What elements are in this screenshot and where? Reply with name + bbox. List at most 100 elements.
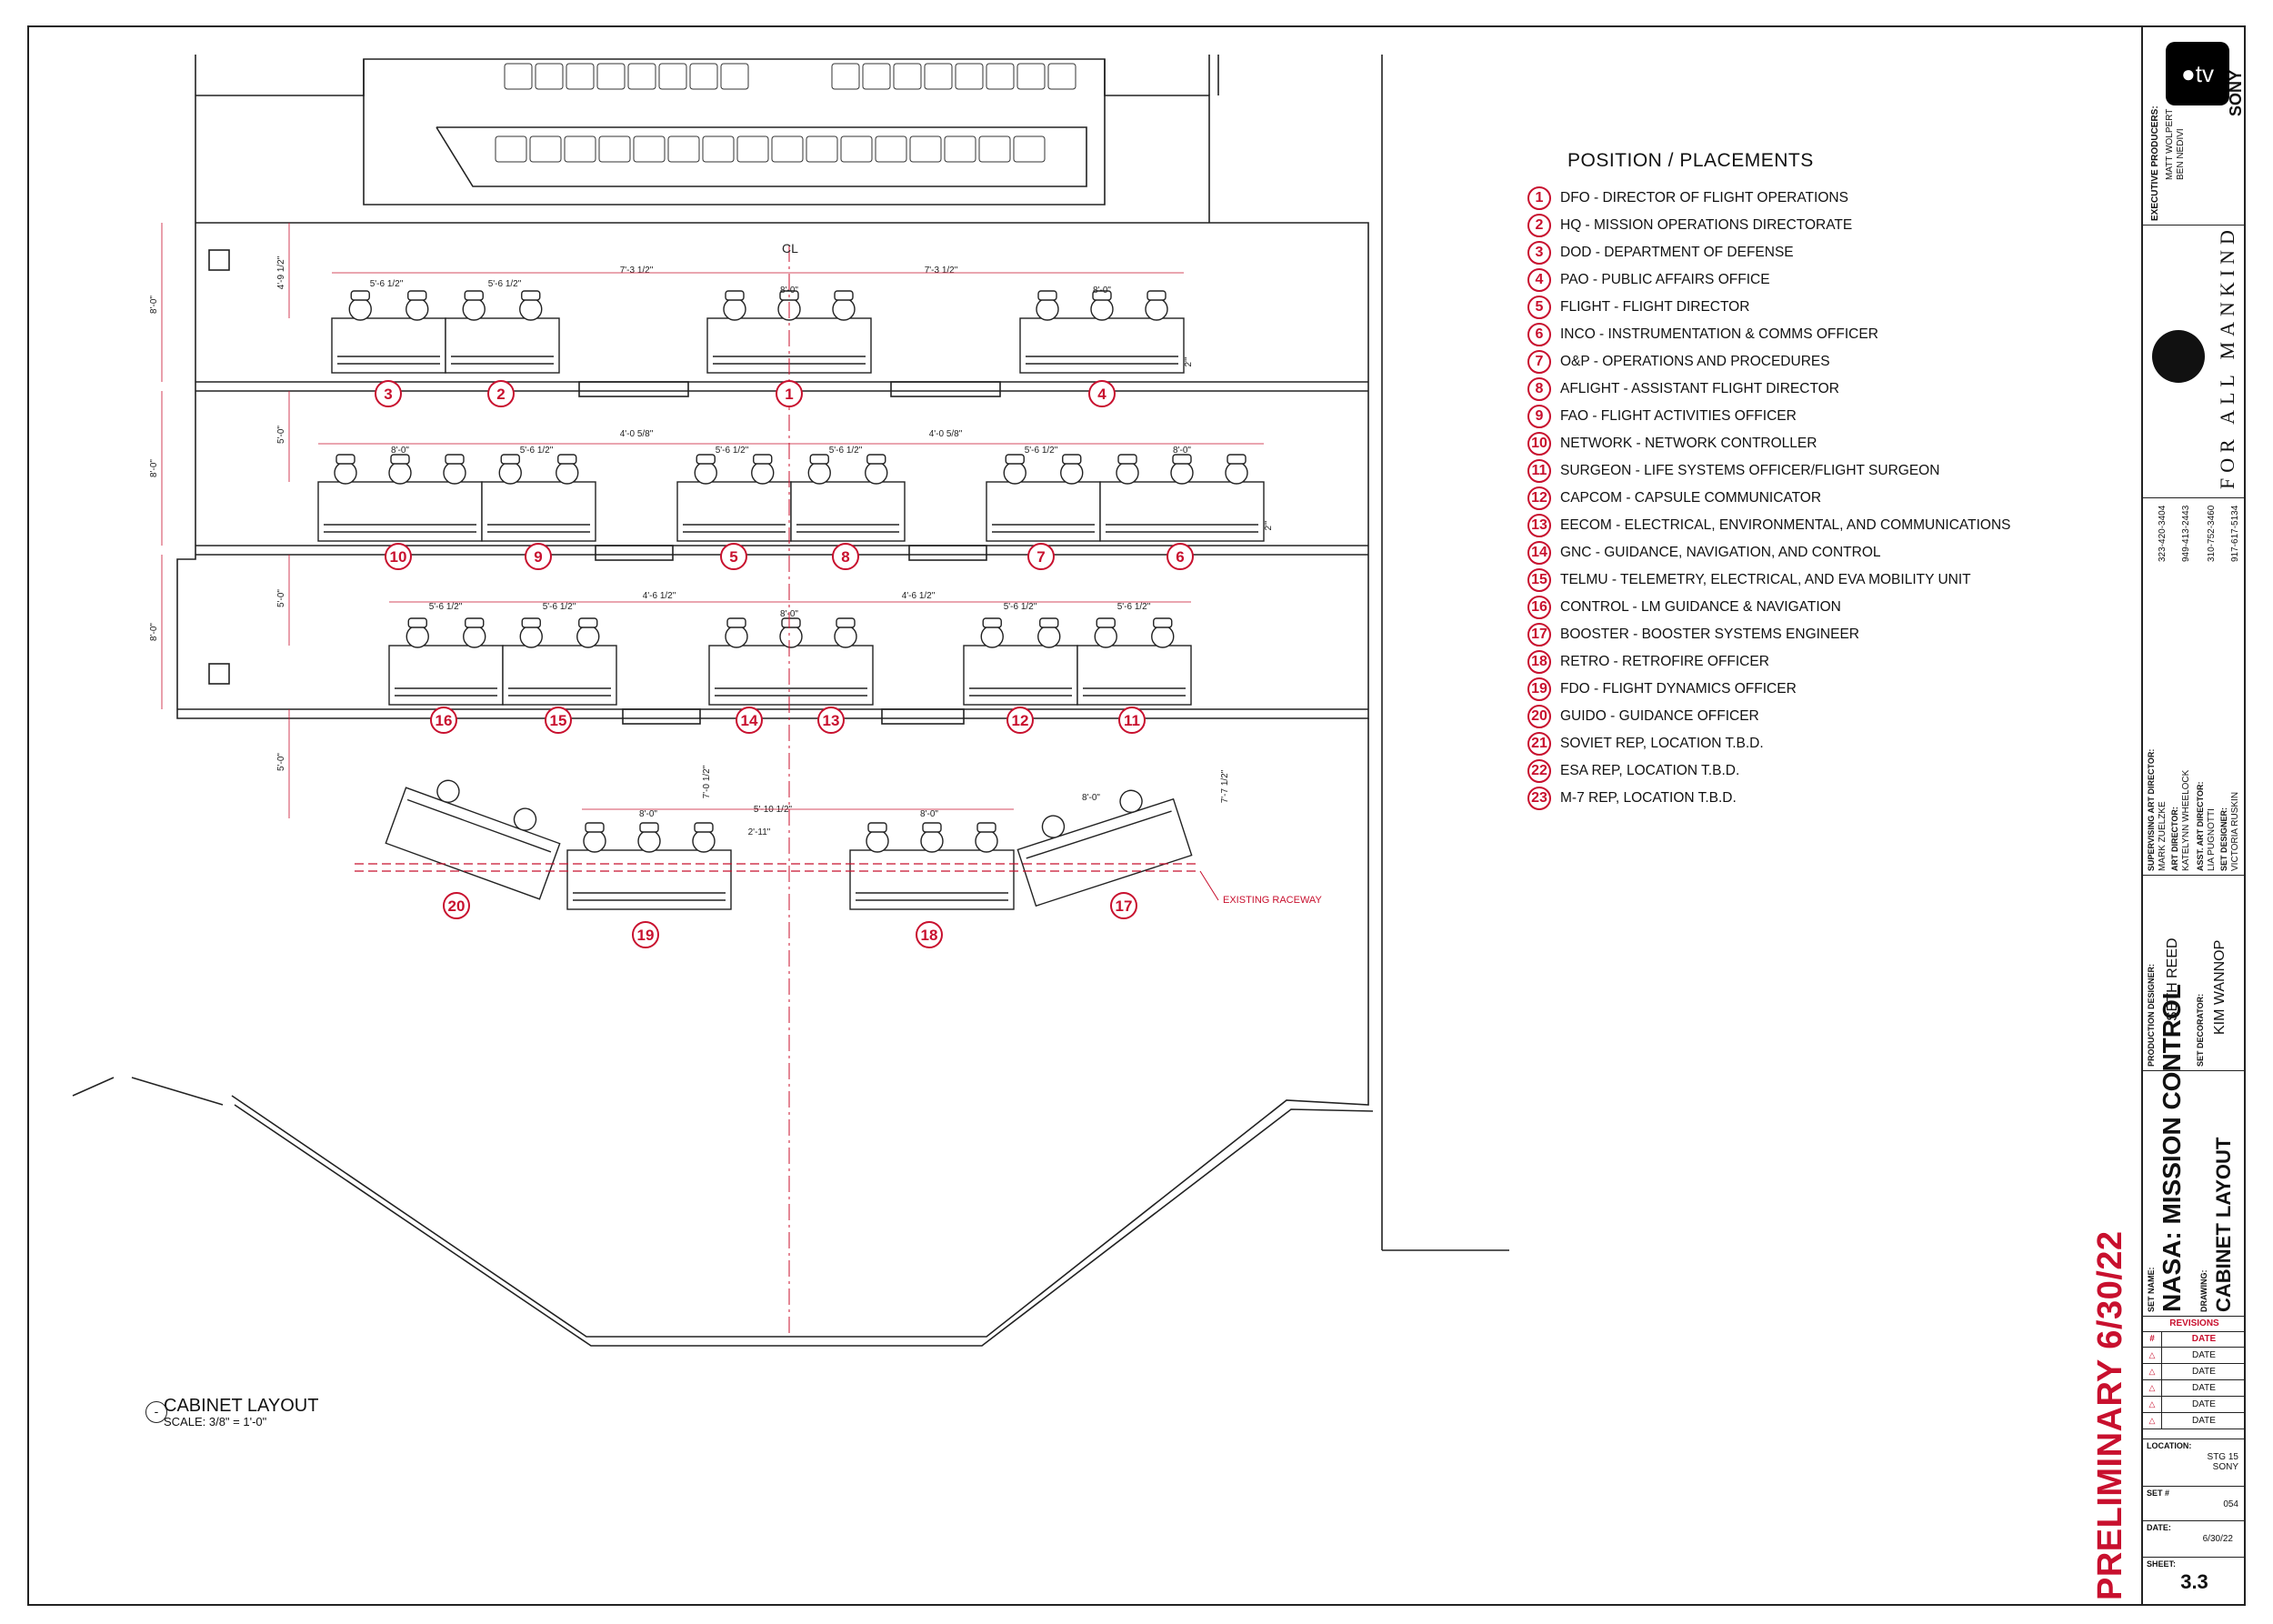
- position-number-badge: 16: [1527, 596, 1551, 619]
- sup-art-phone: 323-420-3404: [2158, 505, 2168, 562]
- legend-item-text: FLIGHT - FLIGHT DIRECTOR: [1560, 299, 1750, 315]
- drawing-caption: - CABINET LAYOUT SCALE: 3/8" = 1'-0": [145, 1396, 319, 1429]
- position-number-badge: 18: [1527, 650, 1551, 674]
- station-number: 18: [921, 927, 938, 944]
- revision-date: DATE: [2192, 1399, 2216, 1409]
- station-number: 13: [823, 712, 840, 729]
- dimension-label: 5'-6 1/2": [1025, 446, 1058, 456]
- legend-item-text: PAO - PUBLIC AFFAIRS OFFICE: [1560, 272, 1770, 287]
- dimension-label: 5'-6 1/2": [829, 446, 863, 456]
- appletv-logo: ●tv: [2166, 42, 2229, 105]
- station-badge: 5: [720, 543, 747, 570]
- position-number-badge: 4: [1527, 268, 1551, 292]
- caption-scale: SCALE: 3/8" = 1'-0": [164, 1415, 267, 1429]
- dimension-label: 7'-3 1/2": [925, 266, 958, 276]
- position-number-badge: 1: [1527, 186, 1551, 210]
- station-number: 17: [1116, 897, 1133, 915]
- console: [986, 454, 1101, 542]
- legend-item-text: GUIDO - GUIDANCE OFFICER: [1560, 708, 1759, 724]
- location-value-2: SONY: [2212, 1462, 2238, 1472]
- dimension-label: 4'-6 1/2": [902, 591, 936, 601]
- dimension-label: 8'-0": [1093, 286, 1111, 296]
- legend-item-text: SOVIET REP, LOCATION T.B.D.: [1560, 736, 1764, 751]
- rev-date-header: DATE: [2191, 1334, 2217, 1344]
- legend-item-text: INCO - INSTRUMENTATION & COMMS OFFICER: [1560, 326, 1878, 342]
- console: [502, 617, 617, 706]
- set-name-label: SET NAME:: [2147, 1267, 2156, 1313]
- position-number-badge: 20: [1527, 705, 1551, 728]
- set-decorator-label: SET DECORATOR:: [2196, 993, 2205, 1067]
- dimension-label: 5'-0": [276, 589, 286, 607]
- console: [1019, 290, 1185, 374]
- position-number-badge: 3: [1527, 241, 1551, 265]
- station-number: 14: [741, 712, 758, 729]
- position-number-badge: 13: [1527, 514, 1551, 537]
- set-designer-name: VICTORIA RUSKIN: [2230, 791, 2240, 871]
- station-number: 7: [1036, 548, 1045, 566]
- dimension-label: 5'-6 1/2": [1004, 602, 1037, 612]
- station-number: 11: [1124, 712, 1140, 729]
- dimension-label: 8'-0": [780, 286, 798, 296]
- dimension-label: 2'-11": [748, 827, 771, 837]
- caption-marker: -: [145, 1401, 167, 1423]
- location-value: STG 15: [2207, 1452, 2238, 1462]
- legend-item-text: M-7 REP, LOCATION T.B.D.: [1560, 790, 1737, 806]
- console: [708, 617, 874, 706]
- position-number-badge: 12: [1527, 486, 1551, 510]
- legend-item-text: HQ - MISSION OPERATIONS DIRECTORATE: [1560, 217, 1853, 233]
- station-number: 12: [1012, 712, 1029, 729]
- revision-date: DATE: [2192, 1367, 2216, 1377]
- drawing-label: DRAWING:: [2199, 1269, 2208, 1313]
- revision-triangle-icon: △: [2143, 1413, 2162, 1429]
- station-number: 20: [448, 897, 466, 915]
- dimension-label: 5'-6 1/2": [370, 279, 404, 289]
- dimension-label: 5'-6 1/2": [716, 446, 749, 456]
- console-angled: [385, 779, 561, 900]
- dimension-label: 5'-10 1/2": [754, 805, 793, 815]
- legend-item-text: GNC - GUIDANCE, NAVIGATION, AND CONTROL: [1560, 545, 1881, 560]
- legend-item: 1 DFO - DIRECTOR OF FLIGHT OPERATIONS: [1527, 185, 2091, 212]
- console: [1099, 454, 1265, 542]
- sony-logo: SONY: [2227, 69, 2245, 116]
- console: [1076, 617, 1192, 706]
- set-decorator-name: KIM WANNOP: [2212, 939, 2228, 1035]
- legend-item-text: SURGEON - LIFE SYSTEMS OFFICER/FLIGHT SU…: [1560, 463, 1940, 478]
- set-designer-phone: 917-617-5134: [2230, 505, 2240, 562]
- legend-item-text: DFO - DIRECTOR OF FLIGHT OPERATIONS: [1560, 190, 1848, 206]
- dimension-label: 8'-0": [391, 446, 409, 456]
- station-number: 3: [384, 386, 392, 403]
- station-number: 8: [841, 548, 849, 566]
- legend-title: POSITION / PLACEMENTS: [1567, 150, 1814, 171]
- position-number-badge: 9: [1527, 405, 1551, 428]
- station-number: 1: [785, 386, 793, 403]
- dimension-label: 2'": [1184, 356, 1194, 366]
- position-legend: POSITION / PLACEMENTS 1 DFO - DIRECTOR OF…: [1527, 150, 2091, 812]
- set-number-label: SET #: [2147, 1489, 2170, 1498]
- caption-title: CABINET LAYOUT: [164, 1396, 319, 1416]
- drawing-frame: [27, 25, 2246, 1606]
- dimension-label: 5'-6 1/2": [543, 602, 576, 612]
- dimension-label: 8'-0": [920, 809, 938, 819]
- revision-triangle-icon: △: [2143, 1364, 2162, 1379]
- drawing-name: CABINET LAYOUT: [2212, 1137, 2235, 1312]
- legend-item-text: DOD - DEPARTMENT OF DEFENSE: [1560, 245, 1794, 260]
- station-number: 5: [729, 548, 737, 566]
- prod-designer-label: PRODUCTION DESIGNER:: [2147, 963, 2156, 1067]
- revision-triangle-icon: △: [2143, 1397, 2162, 1412]
- dimension-label: 5'-0": [276, 426, 286, 444]
- position-number-badge: 8: [1527, 377, 1551, 401]
- legend-item-text: O&P - OPERATIONS AND PROCEDURES: [1560, 354, 1830, 369]
- station-badge: 9: [525, 543, 552, 570]
- sheet-label: SHEET:: [2147, 1559, 2177, 1569]
- revision-triangle-icon: △: [2143, 1348, 2162, 1363]
